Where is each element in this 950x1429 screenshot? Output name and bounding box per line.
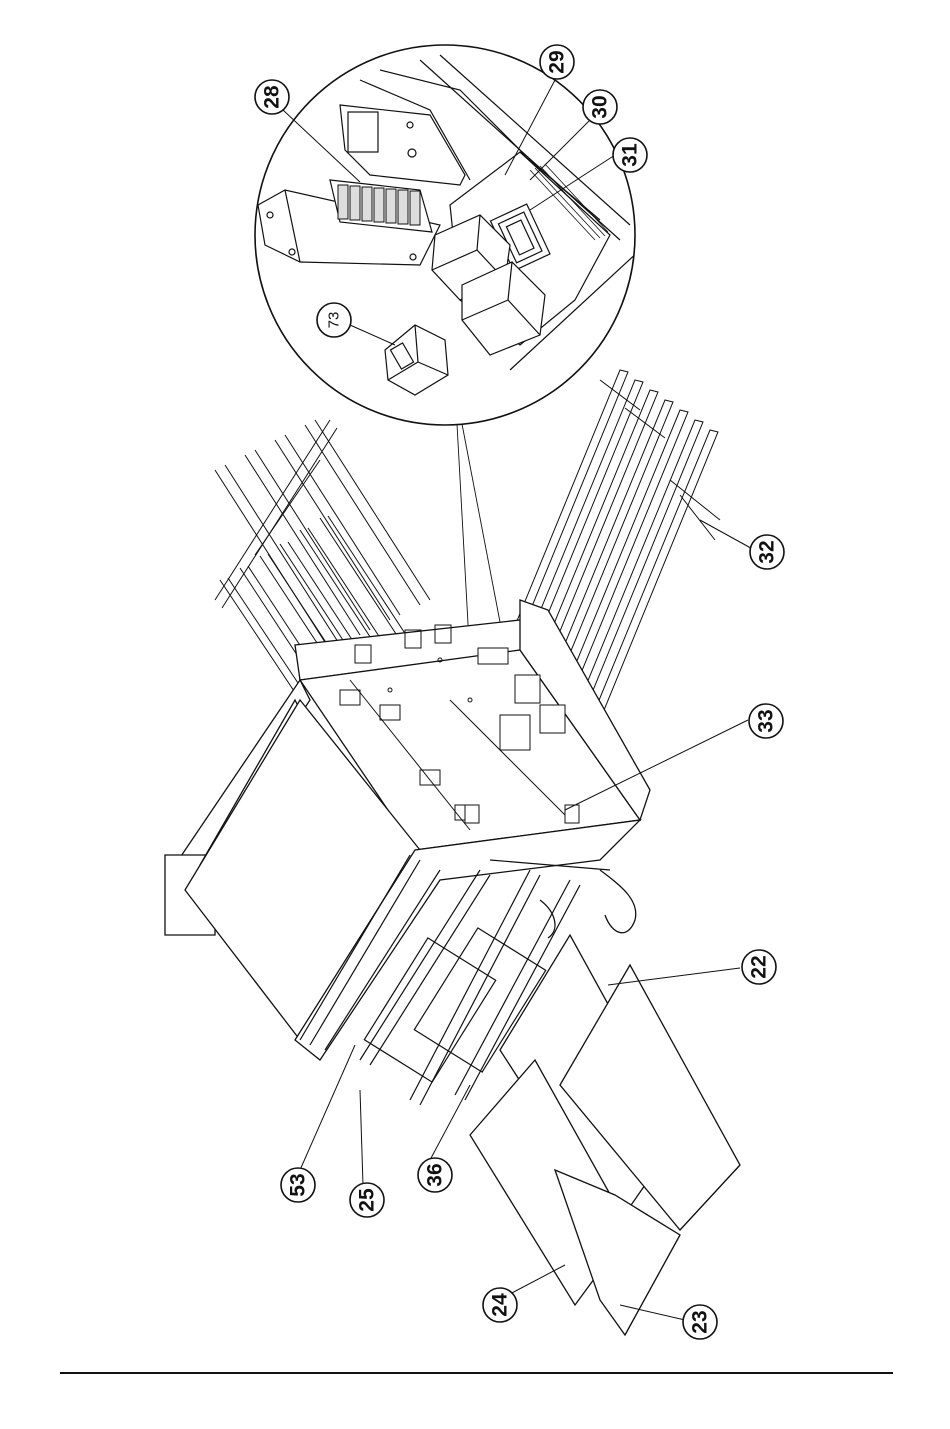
svg-text:22: 22: [748, 955, 771, 978]
callout-29: 29: [540, 45, 574, 79]
svg-text:24: 24: [489, 1293, 512, 1317]
svg-text:36: 36: [424, 1163, 447, 1186]
cover-panels: [470, 935, 740, 1335]
svg-text:32: 32: [756, 540, 779, 563]
callout-36: 36: [418, 1158, 452, 1192]
svg-text:30: 30: [589, 95, 612, 118]
svg-text:25: 25: [356, 1188, 379, 1212]
callout-53: 53: [281, 1168, 315, 1202]
svg-text:33: 33: [755, 709, 778, 732]
callout-31: 31: [613, 138, 647, 172]
callout-73: 73: [317, 303, 351, 337]
footer-rule: [60, 1372, 893, 1374]
callout-30: 30: [583, 90, 617, 124]
svg-text:23: 23: [689, 1310, 712, 1333]
svg-text:29: 29: [546, 50, 569, 73]
callout-28: 28: [255, 80, 289, 114]
callout-22: 22: [742, 950, 776, 984]
callout-32: 32: [750, 535, 784, 569]
svg-text:53: 53: [287, 1173, 310, 1196]
callout-33: 33: [749, 704, 783, 738]
svg-text:73: 73: [326, 312, 343, 329]
svg-text:28: 28: [261, 85, 284, 109]
svg-text:31: 31: [619, 143, 642, 167]
callout-24: 24: [483, 1288, 517, 1322]
callout-25: 25: [350, 1183, 384, 1217]
callout-23: 23: [683, 1305, 717, 1339]
